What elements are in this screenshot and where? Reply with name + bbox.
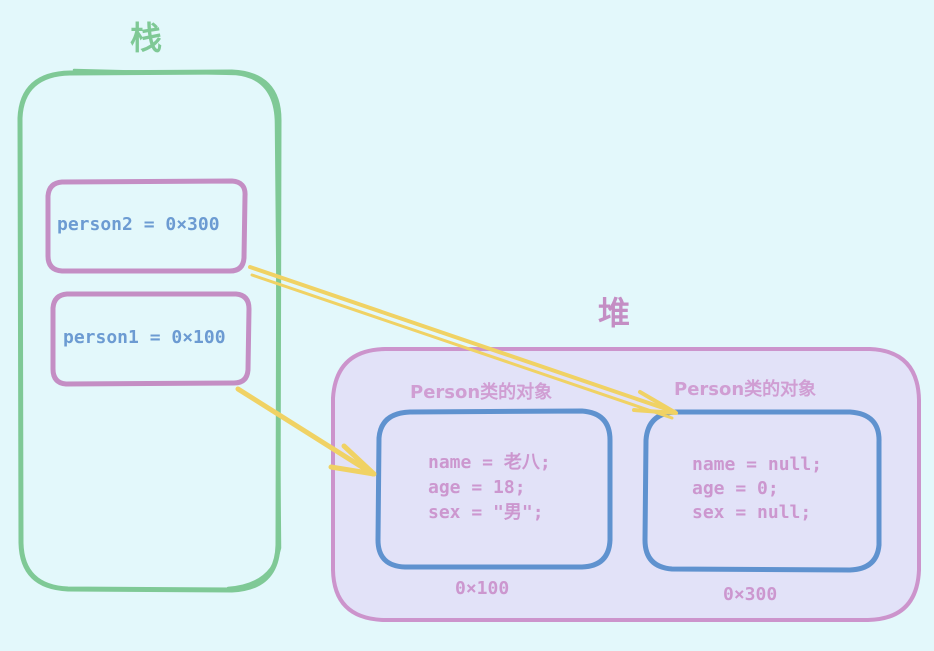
stack-container <box>17 69 282 593</box>
object-0x100-field-name: name = 老八; <box>428 452 551 473</box>
object-0x300-field-sex: sex = null; <box>692 502 812 523</box>
arrow-person1-to-0x100 <box>235 386 377 477</box>
var-label-person1: person1 = 0×100 <box>63 327 226 348</box>
arrow-person2-to-0x300 <box>248 265 678 420</box>
object-caption-0x300: Person类的对象 <box>674 379 817 400</box>
object-address-0x300: 0×300 <box>723 584 778 605</box>
object-address-0x100: 0×100 <box>455 578 510 599</box>
stack-container-sketch <box>72 68 282 590</box>
heap-title: 堆 <box>598 294 631 332</box>
stack-title: 栈 <box>130 19 163 57</box>
var-box-person1 <box>50 291 252 387</box>
var-box-person2 <box>45 178 248 274</box>
object-0x100-field-sex: sex = "男"; <box>428 502 544 523</box>
object-0x300-field-age: age = 0; <box>692 478 779 499</box>
object-0x100-field-age: age = 18; <box>428 477 526 498</box>
object-box-0x300 <box>642 409 882 573</box>
var-label-person2: person2 = 0×300 <box>57 214 220 235</box>
object-0x300-field-name: name = null; <box>692 454 823 475</box>
heap-container <box>331 347 921 622</box>
object-box-0x100 <box>375 408 613 570</box>
object-caption-0x100: Person类的对象 <box>410 382 553 403</box>
